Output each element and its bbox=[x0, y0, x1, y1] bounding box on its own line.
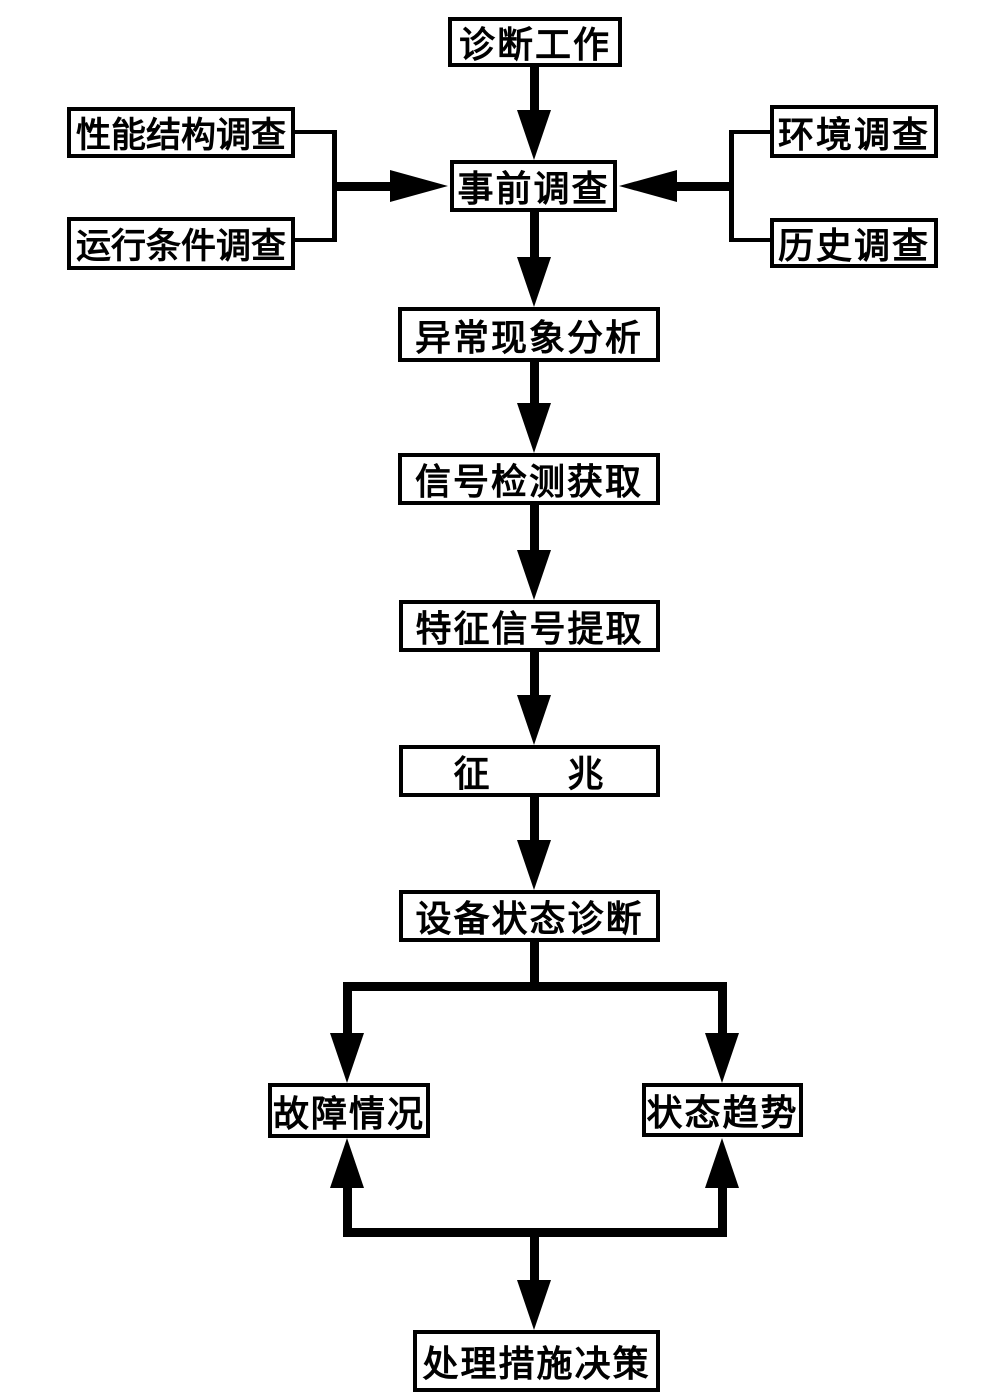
edge-equipment-branch-stem bbox=[530, 941, 539, 989]
branch-right-drop-line bbox=[718, 982, 727, 1038]
connector-performance-structure-line bbox=[293, 130, 336, 134]
node-abnormal-phenomenon-analysis: 异常现象分析 bbox=[398, 307, 660, 362]
node-feature-signal-extraction: 特征信号提取 bbox=[399, 600, 660, 652]
edge-left-into-prior-line bbox=[335, 182, 395, 191]
node-prior-survey-label: 事前调查 bbox=[457, 169, 610, 209]
node-state-trend-label: 状态趋势 bbox=[646, 1093, 799, 1133]
edge-abnormal-to-signal-line bbox=[530, 361, 539, 409]
node-history-survey: 历史调查 bbox=[770, 218, 938, 268]
edge-signal-to-feature-line bbox=[530, 504, 539, 559]
edge-right-into-prior-line bbox=[672, 182, 731, 191]
node-environment-survey: 环境调查 bbox=[770, 105, 938, 158]
edge-feature-to-symptom-arrowhead bbox=[517, 695, 551, 745]
node-performance-structure-survey-label: 性能结构调查 bbox=[75, 116, 286, 155]
node-environment-survey-label: 环境调查 bbox=[777, 114, 930, 155]
node-symptom: 征 兆 bbox=[399, 745, 660, 797]
edge-left-into-prior-arrowhead bbox=[390, 170, 448, 202]
edge-abnormal-to-signal-arrowhead bbox=[517, 403, 551, 453]
edge-right-into-prior-arrowhead bbox=[619, 170, 677, 202]
edge-to-state-trend-arrowhead bbox=[705, 1033, 739, 1083]
connector-operating-condition-line bbox=[293, 238, 336, 242]
node-abnormal-phenomenon-analysis-label: 异常现象分析 bbox=[414, 317, 643, 358]
node-treatment-measure-decision-label: 处理措施决策 bbox=[422, 1344, 651, 1384]
left-bracket-line bbox=[332, 130, 337, 242]
branch-top-horizontal-line bbox=[343, 982, 727, 991]
connector-environment-line bbox=[729, 130, 771, 134]
edge-symptom-to-equipment-line bbox=[530, 796, 539, 848]
node-treatment-measure-decision: 处理措施决策 bbox=[413, 1330, 660, 1392]
node-operating-condition-survey: 运行条件调查 bbox=[67, 217, 295, 270]
edge-prior-to-abnormal-arrowhead bbox=[517, 257, 551, 307]
node-equipment-state-diagnosis-label: 设备状态诊断 bbox=[415, 899, 644, 939]
right-bracket-line bbox=[729, 130, 734, 242]
node-equipment-state-diagnosis: 设备状态诊断 bbox=[399, 890, 660, 942]
node-operating-condition-survey-label: 运行条件调查 bbox=[75, 227, 286, 266]
edge-diagnosis-to-prior-line bbox=[530, 66, 539, 118]
confluence-right-riser-line bbox=[718, 1184, 727, 1233]
confluence-left-riser-line bbox=[343, 1184, 352, 1233]
edge-up-into-state-trend-arrowhead bbox=[705, 1138, 739, 1188]
confluence-horizontal-line bbox=[343, 1228, 727, 1237]
node-feature-signal-extraction-label: 特征信号提取 bbox=[415, 609, 644, 649]
node-prior-survey: 事前调查 bbox=[450, 160, 617, 212]
edge-prior-to-abnormal-line bbox=[530, 211, 539, 267]
edge-to-decision-line bbox=[530, 1237, 539, 1284]
edge-symptom-to-equipment-arrowhead bbox=[517, 840, 551, 890]
node-signal-detection-acquisition-label: 信号检测获取 bbox=[414, 462, 643, 502]
node-diagnosis-work-label: 诊断工作 bbox=[458, 25, 611, 65]
edge-diagnosis-to-prior-arrowhead bbox=[517, 110, 551, 160]
node-signal-detection-acquisition: 信号检测获取 bbox=[398, 453, 660, 505]
edge-to-fault-situation-arrowhead bbox=[330, 1033, 364, 1083]
branch-left-drop-line bbox=[343, 982, 352, 1038]
edge-to-decision-arrowhead bbox=[517, 1280, 551, 1330]
connector-history-line bbox=[729, 238, 771, 242]
node-diagnosis-work: 诊断工作 bbox=[448, 17, 622, 67]
node-fault-situation-label: 故障情况 bbox=[272, 1093, 425, 1134]
node-history-survey-label: 历史调查 bbox=[777, 226, 930, 266]
edge-signal-to-feature-arrowhead bbox=[517, 550, 551, 600]
node-state-trend: 状态趋势 bbox=[642, 1083, 803, 1137]
node-fault-situation: 故障情况 bbox=[268, 1083, 430, 1138]
edge-feature-to-symptom-line bbox=[530, 651, 539, 703]
edge-up-into-fault-situation-arrowhead bbox=[330, 1138, 364, 1188]
node-symptom-label: 征 兆 bbox=[453, 754, 606, 794]
node-performance-structure-survey: 性能结构调查 bbox=[67, 107, 295, 158]
